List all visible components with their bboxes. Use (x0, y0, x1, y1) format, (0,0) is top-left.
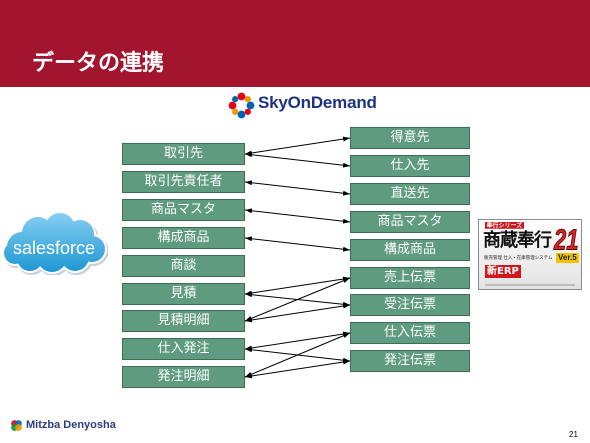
company-emblem-icon (11, 420, 22, 431)
salesforce-object-box: 発注明細 (122, 366, 245, 388)
salesforce-object-box: 商品マスタ (122, 199, 245, 221)
connector-arrow (244, 331, 351, 351)
erp-data-box: 発注伝票 (350, 350, 470, 372)
logo-dot (228, 101, 237, 110)
erp-data-box: 仕入伝票 (350, 322, 470, 344)
product-number: 21 (554, 223, 579, 257)
product-name: 商蔵奉行 (483, 230, 552, 251)
connector-arrow (244, 303, 351, 323)
erp-data-box: 仕入先 (350, 155, 470, 177)
salesforce-object-box: 見積明細 (122, 310, 245, 332)
connector-arrow (244, 332, 351, 378)
connector-arrow (244, 236, 351, 252)
salesforce-object-box: 仕入発注 (122, 338, 245, 360)
skyondemand-logo-text: SkyOnDemand (258, 93, 377, 112)
erp-data-box: 商品マスタ (350, 211, 470, 233)
dot-cluster-icon (228, 92, 255, 119)
product-series-tag: 奉行シリーズ (485, 222, 524, 229)
erp-data-box: 得意先 (350, 127, 470, 149)
salesforce-wordmark: salesforce (13, 238, 95, 258)
logo-dot (237, 92, 246, 101)
product-version-badge: Ver.5 (556, 253, 579, 263)
emblem-petal (15, 424, 22, 431)
erp-data-box: 受注伝票 (350, 294, 470, 316)
connector-arrow (244, 208, 351, 224)
connector-arrow (244, 359, 351, 379)
logo-dot (237, 110, 246, 119)
connector-arrow (244, 347, 351, 363)
erp-data-box: 構成商品 (350, 239, 470, 261)
shozo-bugyo-product-box: 奉行シリーズ 商蔵奉行 21 販売管理 仕入・在庫管理システム Ver.5 新E… (478, 219, 582, 290)
salesforce-object-box: 商談 (122, 255, 245, 277)
company-name: Mitzba Denyosha (26, 419, 116, 431)
product-subtitle: 販売管理 仕入・在庫管理システム (484, 255, 553, 261)
connector-arrow (244, 277, 351, 322)
connector-arrow (244, 180, 351, 196)
header-band: データの連携 (0, 0, 590, 87)
logo-dot (246, 101, 255, 110)
page-number: 21 (569, 430, 578, 439)
salesforce-object-box: 取引先責任者 (122, 171, 245, 193)
salesforce-object-box: 構成商品 (122, 227, 245, 249)
slide-title: データの連携 (32, 51, 165, 76)
erp-data-box: 売上伝票 (350, 267, 470, 289)
salesforce-object-box: 取引先 (122, 143, 245, 165)
fine-print-line (485, 284, 575, 286)
salesforce-logo: salesforce (2, 211, 108, 275)
product-erp-badge: 新ERP (485, 265, 521, 278)
connector-arrow (244, 292, 351, 307)
logo-dot (232, 108, 239, 115)
connector-arrow (244, 276, 351, 296)
logo-dot (232, 96, 239, 103)
logo-dot (244, 96, 251, 103)
salesforce-object-box: 見積 (122, 283, 245, 305)
erp-data-box: 直送先 (350, 183, 470, 205)
logo-dot (244, 108, 251, 115)
connector-arrow (244, 136, 351, 156)
connector-arrow (244, 152, 351, 168)
